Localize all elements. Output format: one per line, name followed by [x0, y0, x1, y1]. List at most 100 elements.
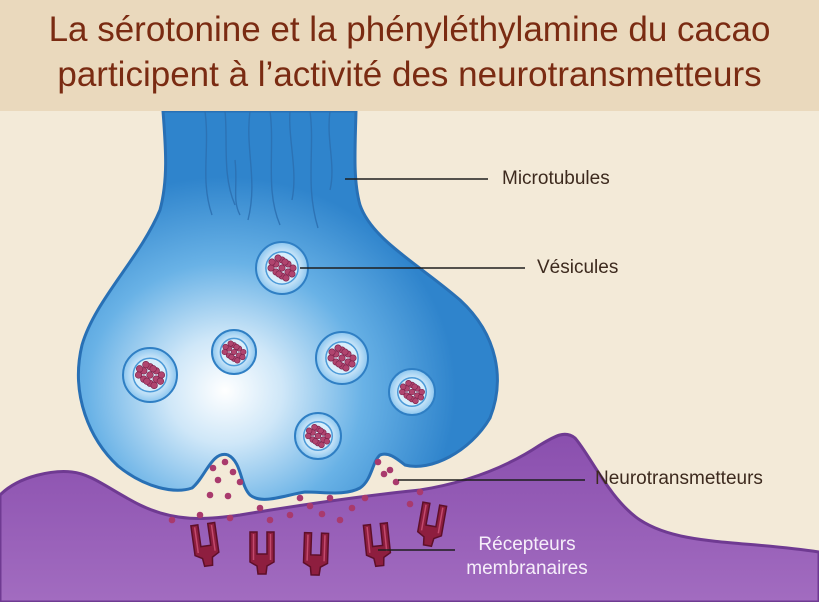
neurotransmitter-particle — [230, 348, 238, 356]
neurotransmitter-particle — [348, 360, 356, 368]
neurotransmitter-particle — [341, 348, 349, 356]
membrane-receptor — [416, 501, 448, 548]
neurotransmitter-particle — [240, 348, 247, 356]
neurotransmitter-dot — [318, 510, 326, 518]
vesicle — [388, 368, 436, 416]
neurotransmitter-particle — [311, 423, 318, 431]
neurotransmitters-label: Neurotransmetteurs — [595, 468, 763, 489]
neurotransmitter-particle — [342, 364, 350, 372]
neurotransmitter-particle — [418, 388, 425, 396]
neurotransmitter-particle — [328, 348, 336, 356]
neurotransmitter-particle — [281, 258, 289, 266]
neurotransmitter-particle — [305, 427, 313, 434]
neurotransmitter-particle — [312, 438, 319, 445]
leader-lines — [300, 178, 585, 551]
neurotransmitter-dot — [224, 492, 232, 500]
vesicle — [294, 412, 342, 460]
neurotransmitter-dot — [196, 511, 204, 519]
neurotransmitter-particle — [149, 365, 157, 373]
neurotransmitter-dot — [221, 458, 229, 466]
membrane-receptors — [190, 501, 448, 576]
neurotransmitter-dot — [348, 504, 356, 512]
page-title-line-1: La sérotonine et la phényléthylamine du … — [48, 10, 771, 49]
neurotransmitter-dot — [361, 494, 369, 502]
synapse-diagram — [0, 111, 819, 602]
neurotransmitter-dot — [256, 504, 264, 512]
microtubules-label: Microtubules — [502, 168, 610, 189]
neurotransmitter-particle — [314, 432, 322, 440]
receptors-label-line-2: membranaires — [466, 558, 588, 579]
neurotransmitter-particle — [278, 264, 286, 272]
neurotransmitter-particle — [408, 388, 416, 396]
neurotransmitter-particle — [324, 432, 331, 440]
neurotransmitter-dot — [236, 478, 244, 486]
neurotransmitter-dot — [336, 516, 344, 524]
vesicle — [211, 329, 257, 375]
neurotransmitter-particle — [338, 354, 346, 362]
neurotransmitter-particle — [282, 274, 290, 282]
vesicle — [315, 331, 369, 385]
neurotransmitter-particle — [417, 394, 425, 401]
neurotransmitter-particle — [335, 360, 343, 368]
neurotransmitter-particle — [142, 361, 150, 369]
neurotransmitter-dot — [380, 470, 388, 478]
neurotransmitter-particle — [317, 427, 324, 434]
neurotransmitter-particle — [334, 344, 342, 352]
neurotransmitter-particle — [222, 343, 229, 350]
neurotransmitter-dot — [374, 458, 382, 466]
neurotransmitter-dot — [306, 502, 314, 510]
vesicle — [122, 347, 178, 403]
membrane-receptor — [249, 531, 275, 575]
neurotransmitter-particle — [134, 371, 143, 379]
membrane-receptor — [362, 522, 392, 568]
neurotransmitter-particle — [239, 354, 246, 361]
neurotransmitter-dot — [286, 511, 294, 519]
neurotransmitter-dot — [226, 514, 234, 522]
neurotransmitter-dot — [392, 478, 400, 486]
neurotransmitter-particle — [412, 397, 419, 405]
neurotransmitter-particle — [150, 381, 158, 389]
title-banner: La sérotonine et la phényléthylamine du … — [0, 0, 819, 111]
neurotransmitter-particle — [228, 354, 235, 361]
neurotransmitter-dot — [168, 516, 176, 524]
neurotransmitter-dot — [266, 516, 274, 524]
neurotransmitter-particle — [221, 348, 228, 356]
neurotransmitter-particle — [288, 270, 296, 278]
neurotransmitter-particle — [399, 388, 406, 396]
microtubules — [204, 111, 333, 229]
membrane-receptor — [302, 531, 330, 576]
neurotransmitter-particle — [289, 264, 297, 272]
neurotransmitter-dot — [386, 466, 394, 474]
neurotransmitter-particle — [146, 371, 154, 379]
neurotransmitter-particle — [274, 254, 282, 262]
neurotransmitter-dot — [229, 468, 237, 476]
neurotransmitter-particle — [406, 394, 413, 401]
neurotransmitter-dot — [209, 464, 217, 472]
neurotransmitter-particle — [323, 438, 331, 445]
neurotransmitter-particle — [234, 357, 241, 364]
page-title-line-2: participent à l’activité des neurotransm… — [57, 55, 762, 94]
membrane-receptor — [190, 521, 220, 568]
neurotransmitter-dot — [214, 476, 222, 484]
vesicle — [255, 241, 309, 295]
neurotransmitter-particle — [227, 340, 234, 347]
neurotransmitter-particle — [136, 365, 144, 373]
receptors-label-line-1: Récepteurs — [478, 534, 576, 555]
vesicles — [122, 241, 436, 460]
neurotransmitter-particle — [405, 379, 412, 387]
neurotransmitter-particle — [411, 383, 418, 390]
neurotransmitter-particle — [143, 377, 151, 385]
neurotransmitter-particle — [349, 354, 357, 362]
neurotransmitter-dot — [416, 488, 424, 496]
neurotransmitter-particle — [327, 354, 335, 362]
neurotransmitter-particle — [268, 258, 276, 266]
neurotransmitter-particle — [318, 441, 325, 449]
neurotransmitter-particle — [156, 377, 164, 385]
neurotransmitter-particle — [399, 383, 407, 390]
neurotransmitter-particle — [305, 432, 312, 440]
neurotransmitter-dot — [296, 494, 304, 502]
neurotransmitter-dot — [406, 500, 414, 508]
neurotransmitter-particle — [157, 371, 166, 379]
neurotransmitter-dot — [206, 491, 214, 499]
neurotransmitter-molecules — [168, 458, 424, 524]
